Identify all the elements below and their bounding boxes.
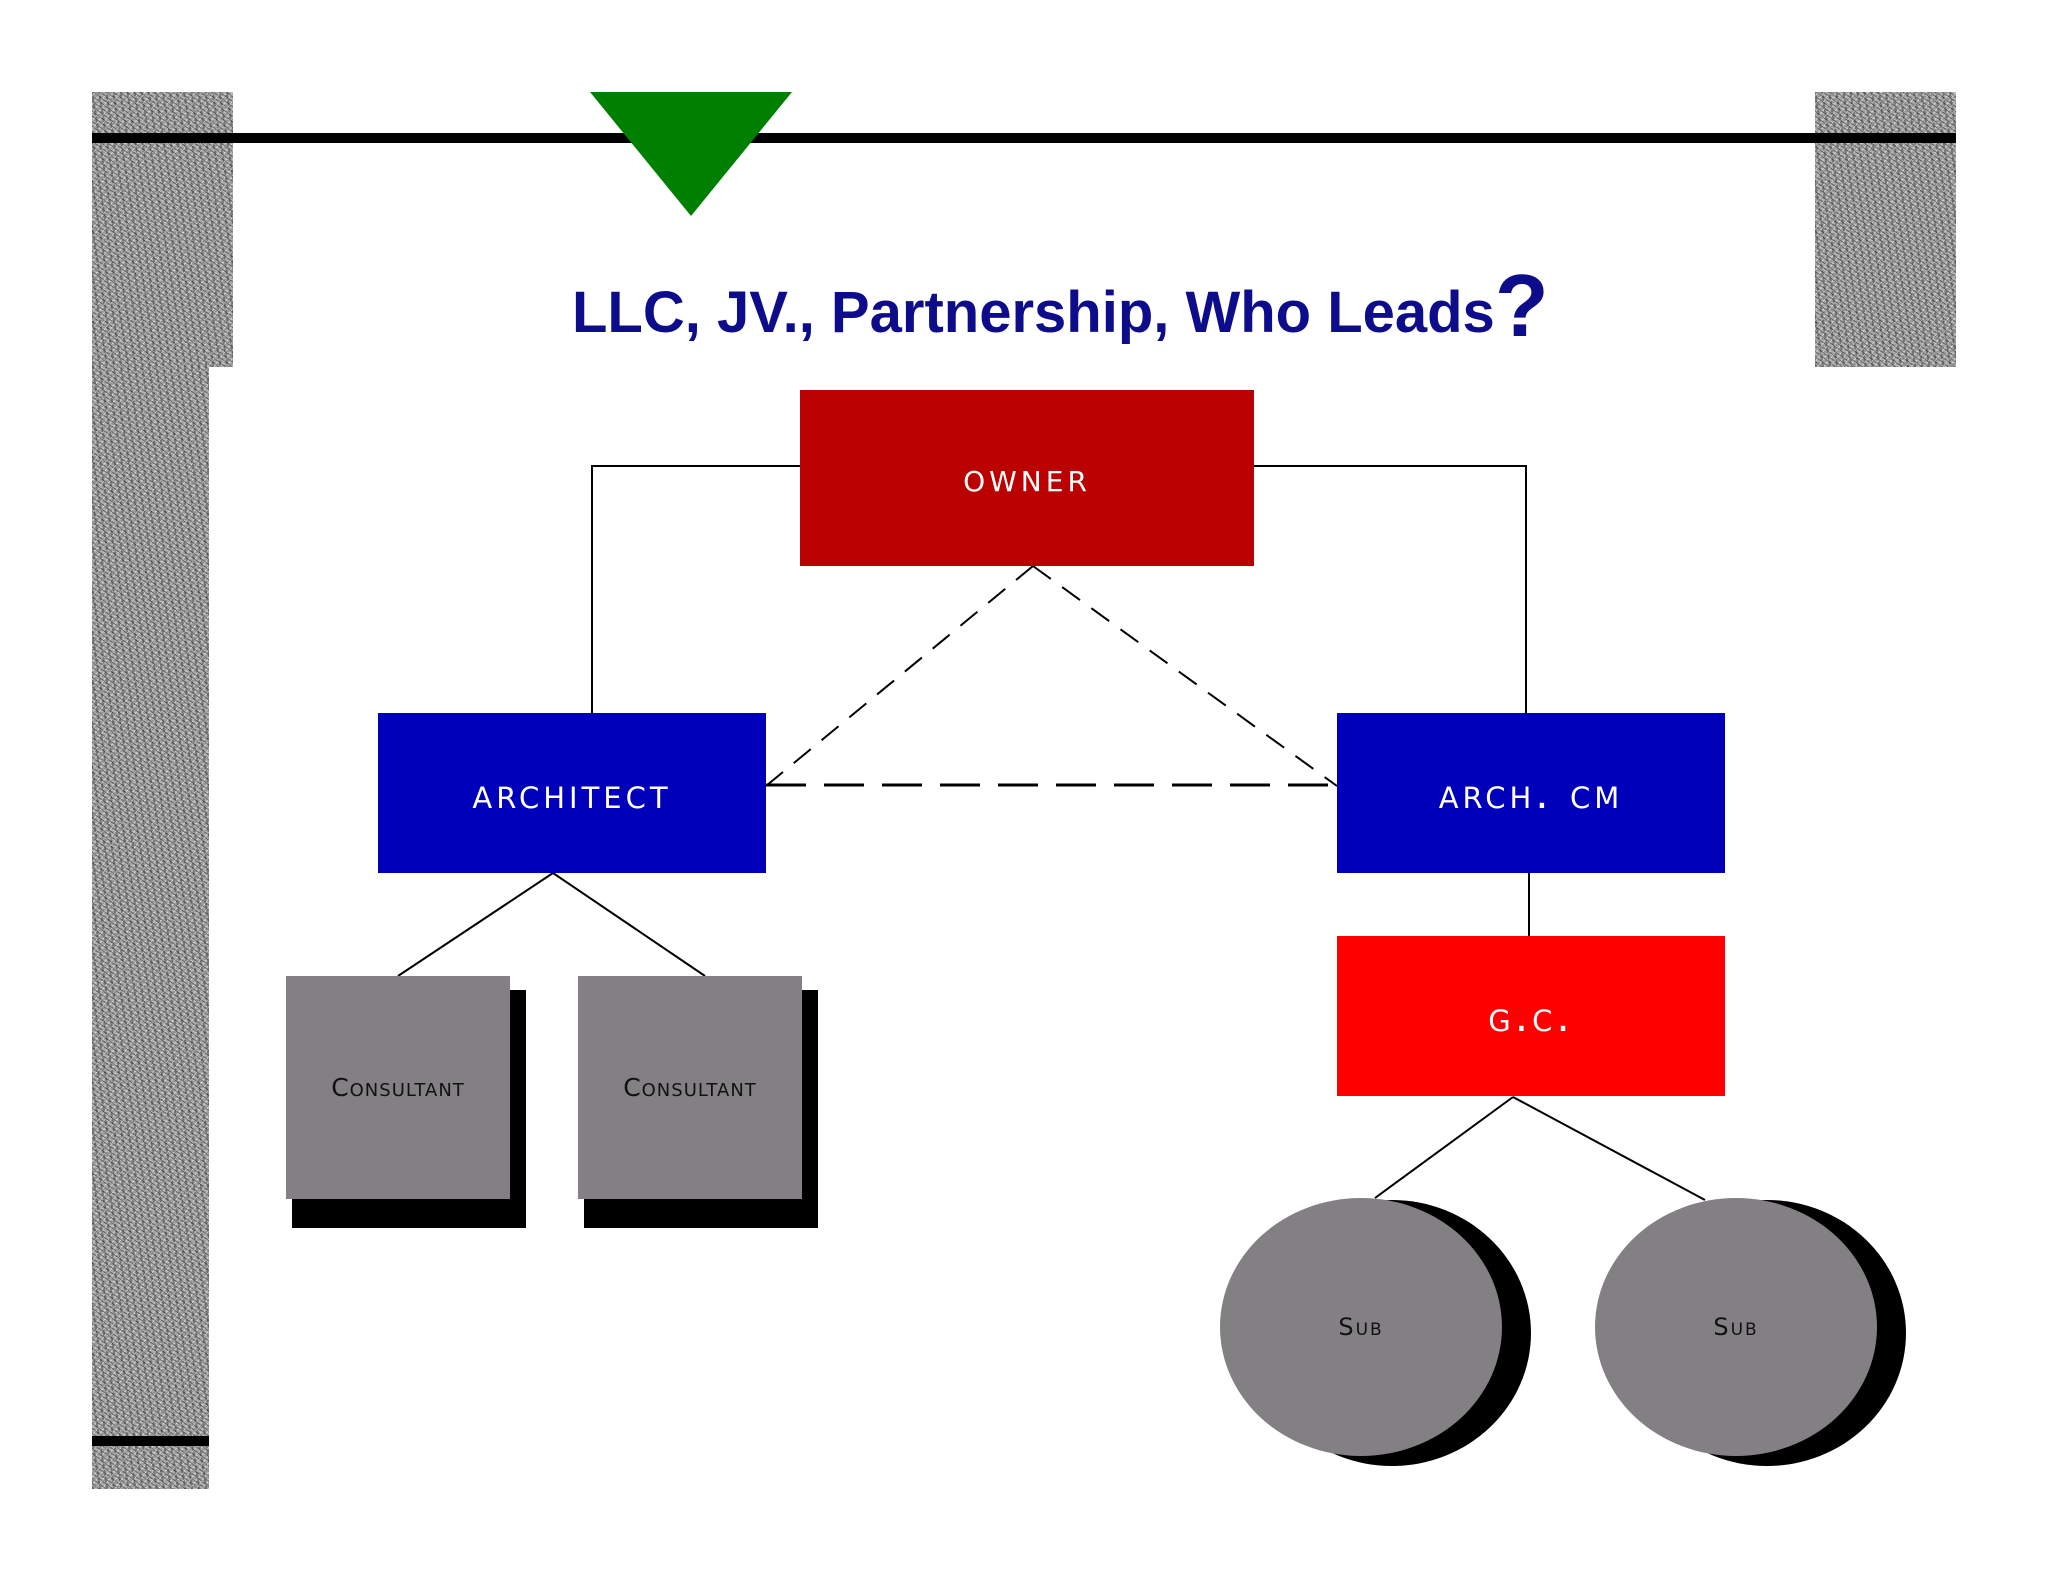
owner-box: Owner (800, 390, 1254, 566)
title-text: LLC, JV., Partnership, Who Leads (572, 280, 1495, 345)
slide-title: LLC, JV., Partnership, Who Leads? (572, 256, 1772, 356)
gc-sub2-line (1512, 1096, 1706, 1201)
title-question-mark: ? (1494, 256, 1549, 355)
marker-triangle (590, 92, 792, 216)
owner-archcm-line (1254, 465, 1527, 713)
architect-consultant2-line (552, 872, 706, 977)
gc-sub1-line (1374, 1096, 1514, 1199)
architect-label: Architect (472, 768, 672, 818)
gc-label: G.C. (1488, 991, 1574, 1041)
granite-left-bar (92, 367, 209, 1489)
sub-1-label: Sub (1338, 1313, 1384, 1341)
consultant-2-box: Consultant (578, 976, 802, 1199)
architect-box: Architect (378, 713, 766, 873)
consultant-2-label: Consultant (623, 1073, 757, 1102)
sub-2-label: Sub (1713, 1313, 1759, 1341)
gc-box: G.C. (1337, 936, 1725, 1096)
owner-architect-dashed (765, 565, 1034, 787)
arch-cm-label: Arch. CM (1438, 768, 1624, 818)
down-triangle-icon (590, 92, 792, 216)
consultant-1-box: Consultant (286, 976, 510, 1199)
top-rule (92, 133, 1956, 143)
owner-architect-line (591, 465, 800, 713)
sub-1-circle: Sub (1220, 1198, 1502, 1456)
owner-label: Owner (963, 455, 1091, 501)
bottom-left-rule (92, 1436, 209, 1446)
consultant-1-label: Consultant (331, 1073, 465, 1102)
sub-2-circle: Sub (1595, 1198, 1877, 1456)
owner-archcm-dashed (1032, 565, 1338, 787)
architect-consultant1-line (397, 872, 554, 977)
arch-cm-box: Arch. CM (1337, 713, 1725, 873)
